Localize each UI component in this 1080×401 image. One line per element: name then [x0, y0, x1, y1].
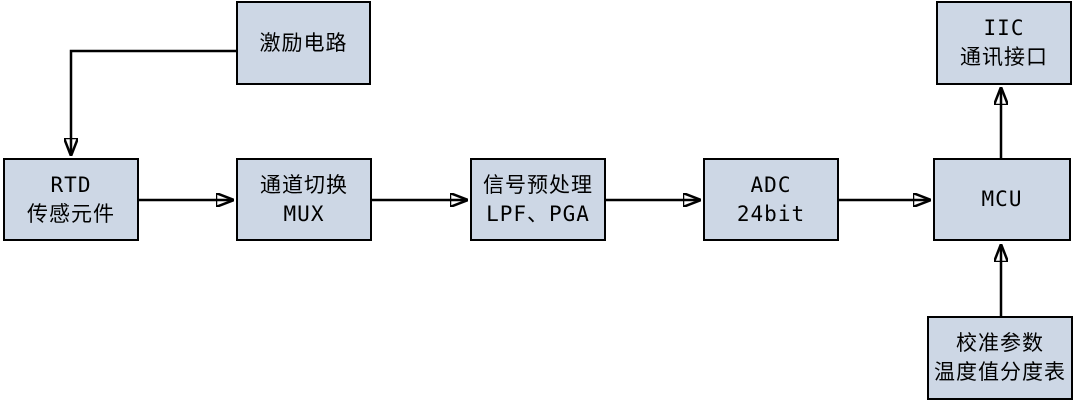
block-iic-interface: IIC 通讯接口: [936, 1, 1072, 85]
block-excitation-circuit: 激励电路: [236, 1, 371, 85]
block-label: ADC: [750, 172, 792, 197]
block-label: IIC: [983, 16, 1025, 40]
block-signal-preprocess: 信号预处理 LPF、PGA: [470, 158, 606, 241]
block-label: MUX: [283, 201, 325, 226]
block-label: 传感元件: [27, 201, 115, 226]
block-label: RTD: [50, 172, 92, 197]
block-calibration-table: 校准参数 温度值分度表: [927, 316, 1073, 400]
block-label: 激励电路: [259, 30, 348, 55]
block-mcu: MCU: [933, 158, 1071, 241]
block-label: 通道切换: [260, 172, 348, 197]
block-label: 信号预处理: [483, 172, 593, 197]
block-rtd-sensor: RTD 传感元件: [3, 158, 139, 241]
block-label: 校准参数: [956, 331, 1044, 355]
block-label: MCU: [981, 187, 1023, 211]
block-label: 通讯接口: [960, 45, 1048, 69]
block-label: 温度值分度表: [934, 360, 1066, 384]
block-adc: ADC 24bit: [703, 158, 839, 241]
block-label: LPF、PGA: [486, 201, 590, 226]
block-label: 24bit: [736, 201, 806, 226]
arrow-excitation-to-rtd: [71, 49, 236, 155]
block-channel-mux: 通道切换 MUX: [236, 158, 372, 241]
